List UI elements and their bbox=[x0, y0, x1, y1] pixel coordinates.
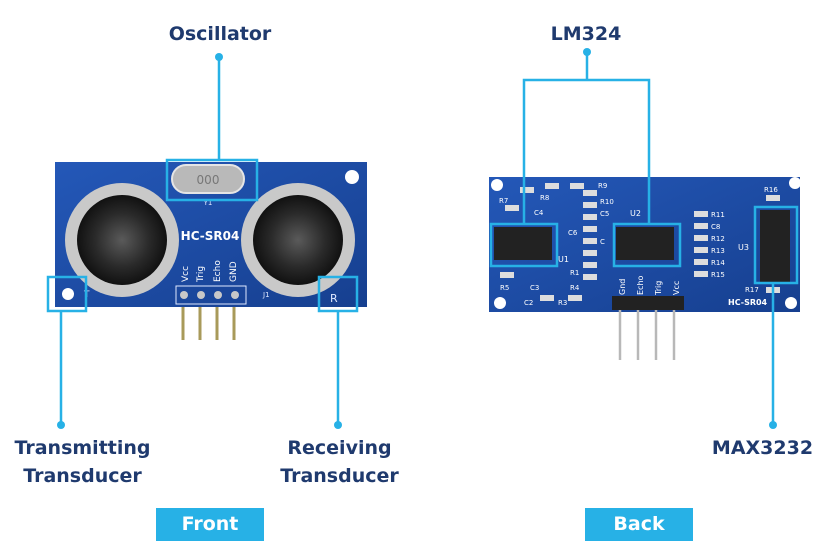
component-ref: C8 bbox=[711, 223, 720, 231]
component-ref: C bbox=[600, 238, 605, 246]
label-max3232: MAX3232 bbox=[711, 437, 814, 459]
component-ref: R12 bbox=[711, 235, 725, 243]
u3-highlight bbox=[753, 205, 799, 285]
label-receiving-2: Transducer bbox=[280, 465, 399, 487]
u2-highlight bbox=[612, 222, 682, 268]
oscillator-crystal bbox=[171, 164, 245, 194]
component-ref: R10 bbox=[600, 198, 614, 206]
ic-ref: U3 bbox=[738, 243, 749, 252]
callout-dot bbox=[769, 421, 777, 429]
component-ref: C5 bbox=[600, 210, 609, 218]
back-callouts bbox=[489, 52, 799, 425]
front-board: 000 Y1 HC-SR04 T R J1 Vcc Trig Echo GND bbox=[55, 162, 367, 340]
mount-hole bbox=[345, 170, 359, 184]
u1-highlight bbox=[489, 222, 559, 268]
pin-label: Trig bbox=[654, 281, 663, 296]
back-header bbox=[612, 296, 684, 310]
oscillator-highlight bbox=[165, 158, 259, 202]
component-ref: R7 bbox=[499, 197, 508, 205]
component-ref: R9 bbox=[598, 182, 607, 190]
component-ref: R17 bbox=[745, 286, 759, 294]
crystal-text: 000 bbox=[197, 173, 220, 187]
board-model: HC-SR04 bbox=[181, 229, 240, 243]
component-ref: R3 bbox=[558, 299, 567, 307]
component-ref: C4 bbox=[534, 209, 544, 217]
label-receiving-1: Receiving bbox=[287, 437, 392, 459]
label-transmitting-1: Transmitting bbox=[14, 437, 151, 459]
component-ref: C2 bbox=[524, 299, 533, 307]
pin-label: Vcc bbox=[672, 281, 681, 295]
component-ref: R16 bbox=[764, 186, 778, 194]
component-ref: R11 bbox=[711, 211, 725, 219]
ic-u3 bbox=[760, 210, 790, 282]
pin-label: GND bbox=[229, 261, 239, 282]
front-pin-legs bbox=[181, 307, 236, 340]
mount-hole bbox=[494, 297, 506, 309]
label-lm324: LM324 bbox=[550, 23, 622, 45]
ic-u2 bbox=[616, 227, 674, 260]
label-transmitting-2: Transducer bbox=[23, 465, 142, 487]
component-ref: R4 bbox=[570, 284, 580, 292]
connector-ref: J1 bbox=[262, 291, 270, 299]
front-callouts bbox=[46, 57, 359, 425]
callout-dot bbox=[57, 421, 65, 429]
front-header-pins bbox=[180, 291, 239, 299]
pin-label: Echo bbox=[213, 260, 223, 282]
ic-u1 bbox=[494, 227, 552, 260]
pin-label: Echo bbox=[636, 275, 645, 295]
back-pin-legs bbox=[618, 310, 676, 360]
component-ref: R15 bbox=[711, 271, 725, 279]
back-board: U1 U2 U3 R7 C4 R5 C3 C2 R3 R4 R1 C6 R8 R… bbox=[489, 177, 801, 360]
mount-hole bbox=[789, 177, 801, 189]
component-ref: R14 bbox=[711, 259, 725, 267]
callout-dot bbox=[215, 53, 223, 61]
pin-label: Trig bbox=[196, 266, 206, 283]
mount-hole bbox=[785, 297, 797, 309]
transmitter-highlight bbox=[46, 275, 88, 313]
component-ref: C6 bbox=[568, 229, 578, 237]
back-caption: Back bbox=[585, 508, 693, 541]
component-ref: R13 bbox=[711, 247, 725, 255]
board-model: HC-SR04 bbox=[728, 298, 768, 307]
component-ref: R8 bbox=[540, 194, 549, 202]
component-ref: R1 bbox=[570, 269, 579, 277]
callout-dot bbox=[583, 48, 591, 56]
mount-hole bbox=[62, 288, 74, 300]
callout-dot bbox=[334, 421, 342, 429]
pin-label: Vcc bbox=[181, 266, 191, 282]
crystal-ref: Y1 bbox=[203, 199, 213, 207]
pin-label: Gnd bbox=[618, 279, 627, 295]
ic-ref: U2 bbox=[630, 209, 641, 218]
mount-hole bbox=[491, 179, 503, 191]
receive-mark: R bbox=[330, 292, 338, 305]
ic-ref: U1 bbox=[558, 255, 569, 264]
component-ref: R5 bbox=[500, 284, 509, 292]
front-caption: Front bbox=[156, 508, 264, 541]
label-oscillator: Oscillator bbox=[168, 23, 272, 45]
component-ref: C3 bbox=[530, 284, 539, 292]
